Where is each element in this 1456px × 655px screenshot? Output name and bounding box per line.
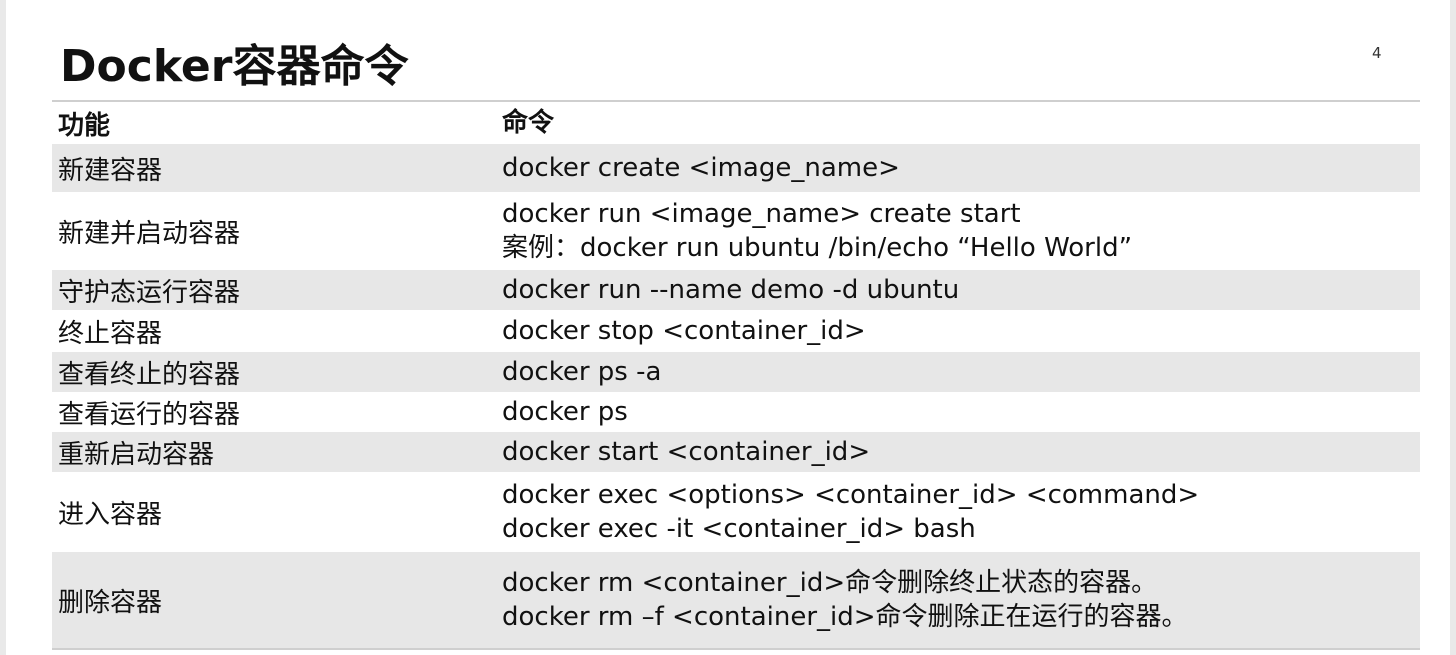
row-function: 新建并启动容器 <box>58 218 241 249</box>
row-command: docker ps -a <box>502 355 1420 389</box>
row-command: docker rm <container_id>命令删除终止状态的容器。 doc… <box>502 566 1420 634</box>
slide-title: Docker容器命令 <box>60 41 409 92</box>
command-line: docker start <container_id> <box>502 437 871 467</box>
row-command: docker start <container_id> <box>502 435 1420 469</box>
table-row: 查看运行的容器 docker ps <box>52 392 1420 432</box>
row-function: 查看终止的容器 <box>58 359 241 390</box>
row-function: 删除容器 <box>58 587 163 618</box>
table-row: 进入容器 docker exec <options> <container_id… <box>52 472 1420 552</box>
row-function: 守护态运行容器 <box>58 277 241 308</box>
table-header-row: 功能 命令 <box>52 102 1420 144</box>
table-row: 新建容器 docker create <image_name> <box>52 144 1420 192</box>
command-line: docker run <image_name> create start <box>502 199 1021 229</box>
header-function: 功能 <box>58 110 111 141</box>
row-function: 终止容器 <box>58 318 163 349</box>
row-command: docker run <image_name> create start 案例：… <box>502 197 1420 265</box>
row-command: docker ps <box>502 395 1420 429</box>
header-command: 命令 <box>502 108 555 138</box>
table-row: 查看终止的容器 docker ps -a <box>52 352 1420 392</box>
table-row: 删除容器 docker rm <container_id>命令删除终止状态的容器… <box>52 552 1420 648</box>
command-line: docker exec <options> <container_id> <co… <box>502 480 1200 510</box>
row-function: 重新启动容器 <box>58 439 215 470</box>
command-line: docker rm –f <container_id>命令删除正在运行的容器。 <box>502 602 1188 632</box>
row-command: docker stop <container_id> <box>502 314 1420 348</box>
command-line: docker exec -it <container_id> bash <box>502 514 976 544</box>
command-line: docker run --name demo -d ubuntu <box>502 275 960 305</box>
row-command: docker exec <options> <container_id> <co… <box>502 478 1420 546</box>
slide: Docker容器命令 4 功能 命令 新建容器 docker create <i… <box>6 0 1450 655</box>
row-function: 查看运行的容器 <box>58 399 241 430</box>
row-function: 新建容器 <box>58 155 163 186</box>
table-row: 终止容器 docker stop <container_id> <box>52 310 1420 352</box>
table-row: 重新启动容器 docker start <container_id> <box>52 432 1420 472</box>
row-command: docker run --name demo -d ubuntu <box>502 273 1420 307</box>
command-line: docker ps -a <box>502 357 662 387</box>
command-line: 案例：docker run ubuntu /bin/echo “Hello Wo… <box>502 233 1133 263</box>
row-command: docker create <image_name> <box>502 151 1420 185</box>
command-line: docker rm <container_id>命令删除终止状态的容器。 <box>502 568 1158 598</box>
command-line: docker stop <container_id> <box>502 316 866 346</box>
command-table: 功能 命令 新建容器 docker create <image_name> 新建… <box>52 100 1420 650</box>
command-line: docker create <image_name> <box>502 153 900 183</box>
command-line: docker ps <box>502 397 628 427</box>
row-function: 进入容器 <box>58 499 163 530</box>
table-row: 新建并启动容器 docker run <image_name> create s… <box>52 192 1420 270</box>
table-row: 守护态运行容器 docker run --name demo -d ubuntu <box>52 270 1420 310</box>
page-number: 4 <box>1372 44 1382 62</box>
